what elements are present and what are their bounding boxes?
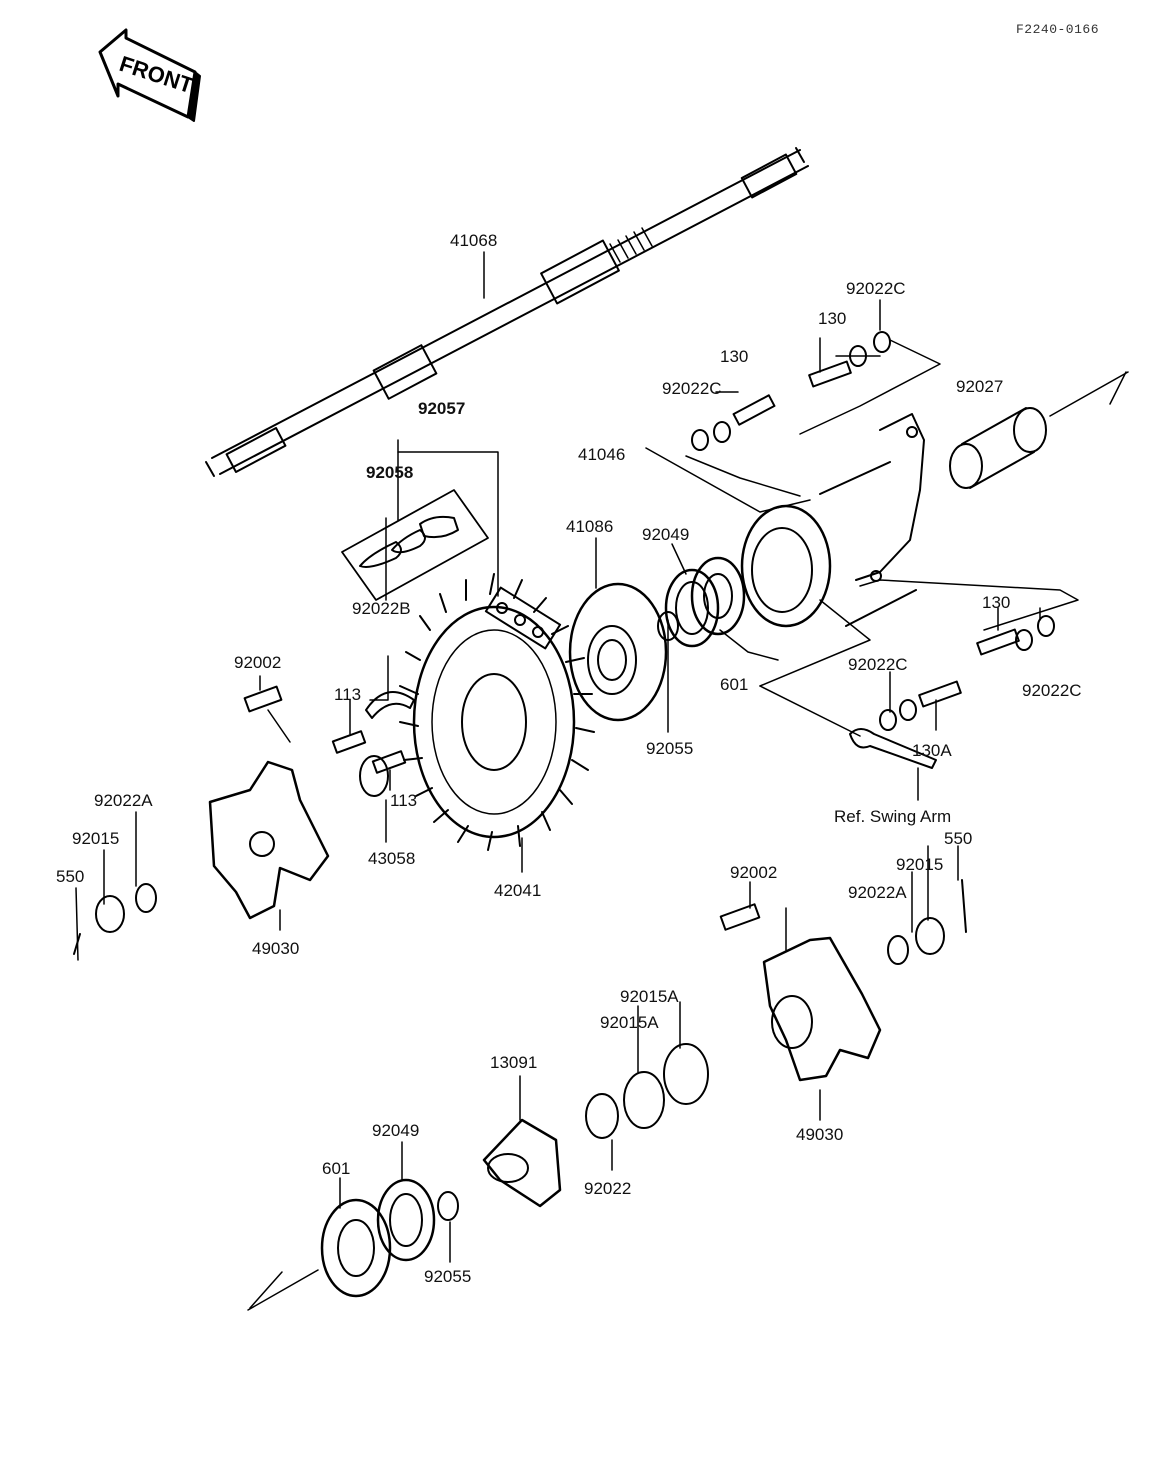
part-label-550-left: 550 [56, 867, 85, 886]
bolt-92002-left [243, 685, 283, 713]
part-label-550-right: 550 [944, 829, 973, 848]
part-label-92049-bottom: 92049 [372, 1121, 420, 1140]
part-label-130-right: 130 [982, 593, 1011, 612]
bearing-upper [690, 556, 746, 636]
oil-seal-upper [657, 568, 720, 648]
part-label-92022c-lower: 92022C [848, 655, 908, 674]
nuts-92015a [623, 1043, 709, 1129]
part-label-92022c-mid: 92022C [662, 379, 722, 398]
brake-carrier-left [208, 760, 330, 920]
part-label-92015-left: 92015 [72, 829, 120, 848]
part-label-92002-left: 92002 [234, 653, 282, 672]
part-label-92015a-top: 92015A [620, 987, 679, 1006]
ref-swing-arm-label: Ref. Swing Arm [834, 807, 952, 826]
axle-housing [740, 413, 925, 628]
part-label-130-top: 130 [818, 309, 847, 328]
part-label-113-top: 113 [334, 685, 362, 704]
part-label-92055-bottom: 92055 [424, 1267, 472, 1286]
part-label-92022c-top: 92022C [846, 279, 906, 298]
reference-code: F2240-0166 [1016, 22, 1100, 37]
chain-segment [484, 586, 562, 650]
part-label-92057: 92057 [418, 399, 466, 418]
part-label-13091: 13091 [490, 1053, 538, 1072]
bolt-set-mid-right [976, 615, 1055, 656]
part-label-92022a-right: 92022A [848, 883, 907, 902]
part-label-41068: 41068 [450, 231, 498, 250]
part-label-43058: 43058 [368, 849, 416, 868]
hub-13091 [482, 1118, 562, 1208]
part-label-41086: 41086 [566, 517, 614, 536]
part-label-601-bottom: 601 [322, 1159, 351, 1178]
part-label-92022c-right: 92022C [1022, 681, 1082, 700]
oil-seal-lower [376, 1178, 436, 1262]
part-label-601-top: 601 [720, 675, 749, 694]
washer-92022 [585, 1093, 619, 1139]
part-label-92002-right: 92002 [730, 863, 778, 882]
part-label-42041: 42041 [494, 881, 542, 900]
circlip-43058 [359, 755, 389, 797]
part-label-92015-right: 92015 [896, 855, 944, 874]
part-label-92022: 92022 [584, 1179, 632, 1198]
rear-axle [205, 147, 809, 477]
spacer-tube [949, 407, 1047, 489]
part-label-113-bottom: 113 [390, 791, 418, 810]
part-label-49030-right: 49030 [796, 1125, 844, 1144]
front-arrow-icon: FRONT [98, 28, 201, 122]
sprocket-hub [568, 582, 668, 722]
part-label-92049-top: 92049 [642, 525, 690, 544]
part-label-92022a-left: 92022A [94, 791, 153, 810]
part-label-92022b: 92022B [352, 599, 411, 618]
part-label-92027: 92027 [956, 377, 1004, 396]
swing-arm-ref [849, 728, 937, 769]
leader-lines [75, 251, 1129, 1311]
nut-92015-right [887, 879, 967, 965]
bracket-92022b [331, 691, 415, 774]
circlip-lower [437, 1191, 459, 1221]
part-label-130-mid: 130 [720, 347, 749, 366]
bearing-lower [320, 1198, 392, 1298]
part-label-92015a-bottom: 92015A [600, 1013, 659, 1032]
part-label-41046: 41046 [578, 445, 626, 464]
chain-link-set [341, 489, 489, 601]
bolt-set-130a [879, 680, 962, 731]
part-label-92058: 92058 [366, 463, 414, 482]
part-label-130a: 130A [912, 741, 952, 760]
brake-carrier-right [762, 936, 882, 1082]
bolt-set-upper-right [808, 331, 891, 388]
bolt-92002-right [719, 903, 761, 931]
bolt-set-upper-left [691, 394, 776, 451]
part-label-49030-left: 49030 [252, 939, 300, 958]
part-label-92055-top: 92055 [646, 739, 694, 758]
rear-sprocket [399, 573, 595, 851]
nut-92015-left [73, 883, 157, 955]
